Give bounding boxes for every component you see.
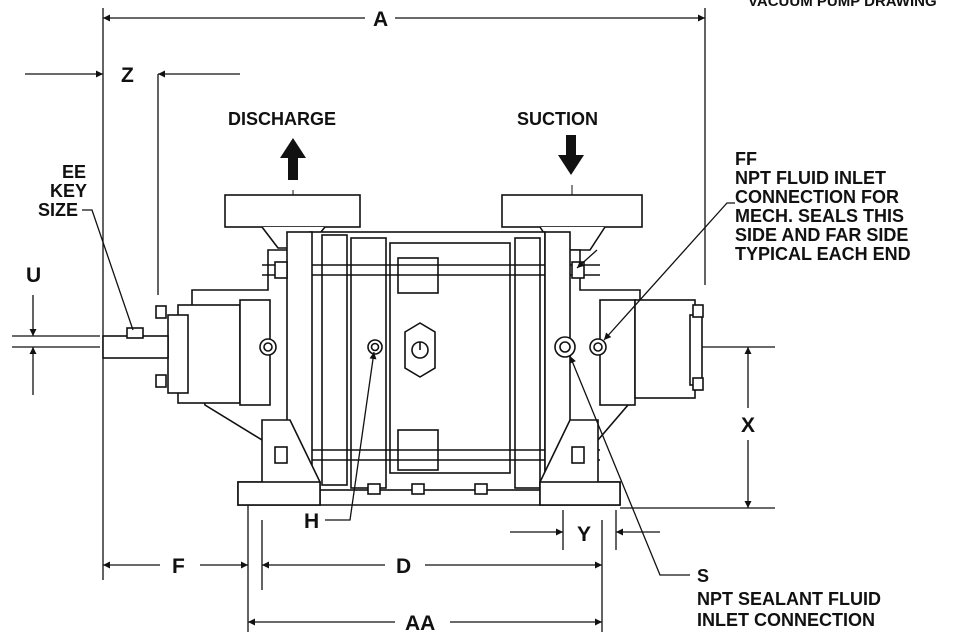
dim-x-label: X [741,414,755,437]
svg-text:NPT FLUID INLET: NPT FLUID INLET [735,168,886,188]
suction-label: SUCTION [517,109,598,129]
dim-u-label: U [26,264,41,287]
svg-text:TYPICAL EACH END: TYPICAL EACH END [735,244,911,264]
suction-arrow-icon [558,135,584,175]
leader-lines [82,202,735,576]
ee-key-note: EE KEY SIZE [38,162,87,220]
dim-f-label: F [172,555,185,578]
dim-h-label: H [304,510,319,533]
dim-y-label: Y [577,523,591,546]
svg-text:KEY: KEY [50,181,87,201]
dim-z-label: Z [121,64,134,87]
s-note: S NPT SEALANT FLUID INLET CONNECTION [697,566,881,630]
extension-lines [12,8,775,632]
dimension-lines [25,14,752,626]
svg-text:FF: FF [735,149,757,169]
dim-a-label: A [373,8,388,31]
dim-d-label: D [396,555,411,578]
svg-text:SIDE AND FAR SIDE: SIDE AND FAR SIDE [735,225,908,245]
svg-text:CONNECTION FOR: CONNECTION FOR [735,187,899,207]
svg-text:INLET CONNECTION: INLET CONNECTION [697,610,875,630]
discharge-arrow-icon [280,138,306,180]
dim-aa-label: AA [405,612,435,635]
svg-text:MECH. SEALS THIS: MECH. SEALS THIS [735,206,904,226]
svg-text:S: S [697,566,709,586]
ff-note: FF NPT FLUID INLET CONNECTION FOR MECH. … [735,149,911,264]
header-fragment: VACUUM PUMP DRAWING [748,0,937,10]
svg-text:NPT SEALANT FLUID: NPT SEALANT FLUID [697,589,881,609]
pump-body [102,194,704,506]
svg-text:EE: EE [62,162,86,182]
bolt-heads [155,261,704,495]
discharge-label: DISCHARGE [228,109,336,129]
svg-text:SIZE: SIZE [38,200,78,220]
